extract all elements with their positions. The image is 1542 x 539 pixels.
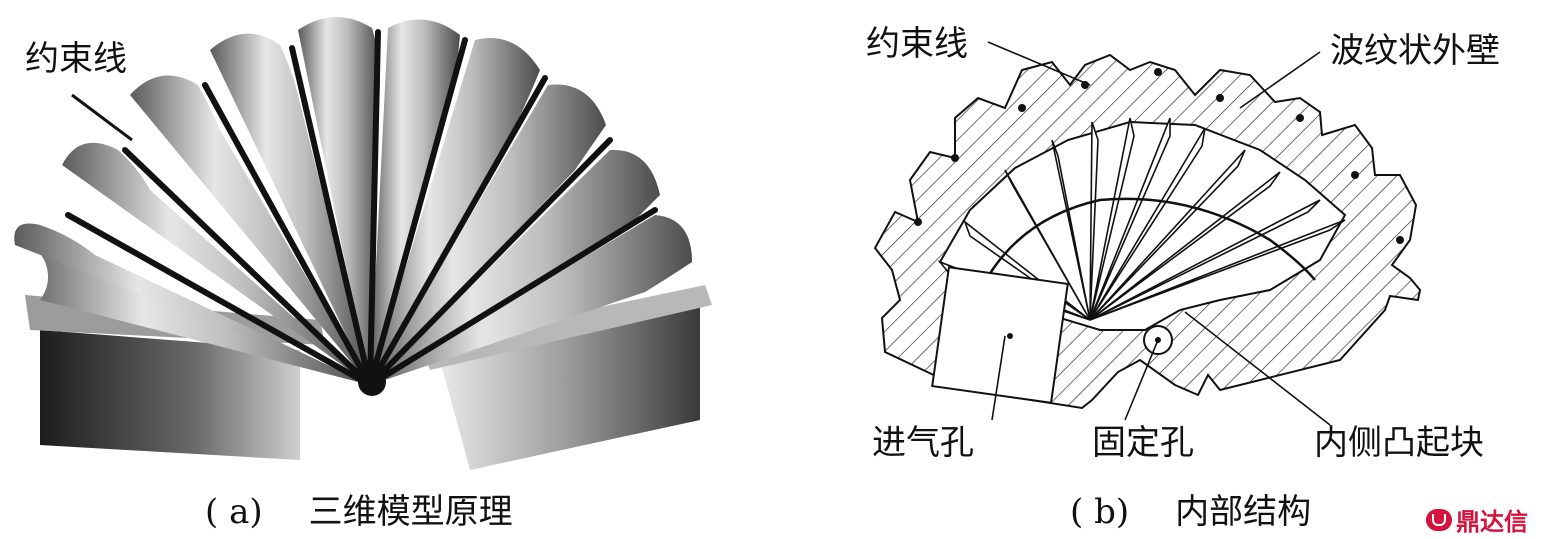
leader-line-constraint-a [71,93,133,142]
label-inlet-hole: 进气孔 [872,423,974,463]
fan-3d-model-illustration [14,16,712,470]
watermark-icon [1426,508,1452,531]
caption-a-text: 三维模型原理 [308,492,513,532]
leader-fixing-hole [1124,339,1159,421]
caption-a: ( a) 三维模型原理 [205,484,513,533]
caption-b-tag: ( b) [1070,492,1130,532]
label-constraint-line-a: 约束线 [25,39,127,79]
caption-b-text: 内部结构 [1175,492,1312,532]
watermark-text: 鼎达信 [1456,508,1528,536]
label-corrugated-outer-wall: 波纹状外壁 [1330,31,1500,71]
caption-b: ( b) 内部结构 [1070,484,1311,533]
leader-outer-wall [1239,51,1321,109]
leader-inlet [991,335,1006,421]
leader-inner-bump [1184,311,1331,426]
internal-structure-illustration [873,41,1422,426]
base-block-right [420,285,712,470]
watermark-logo: 鼎达信 [1426,502,1528,537]
label-inner-bump: 内侧凸起块 [1314,423,1484,463]
caption-a-tag: ( a) [205,492,263,532]
constraint-line-dots [914,68,1404,244]
leader-constraint-b [987,41,1091,86]
inlet-hole [931,266,1069,404]
label-constraint-line-b: 约束线 [866,24,968,64]
inlet-hole-dot [1007,333,1013,339]
fan-hub [358,368,386,396]
leader-lines [987,41,1331,426]
panel-b-internal-structure: 约束线 波纹状外壁 进气孔 固定孔 内侧凸起块 ( b) 内部结构 [800,0,1542,539]
panel-a-3d-model: 约束线 ( a) 三维模型原理 [0,0,740,539]
inner-bump-arc [973,197,1316,303]
constraint-lines [65,29,658,388]
label-fixing-hole: 固定孔 [1092,423,1194,463]
inner-ribs [937,117,1346,321]
